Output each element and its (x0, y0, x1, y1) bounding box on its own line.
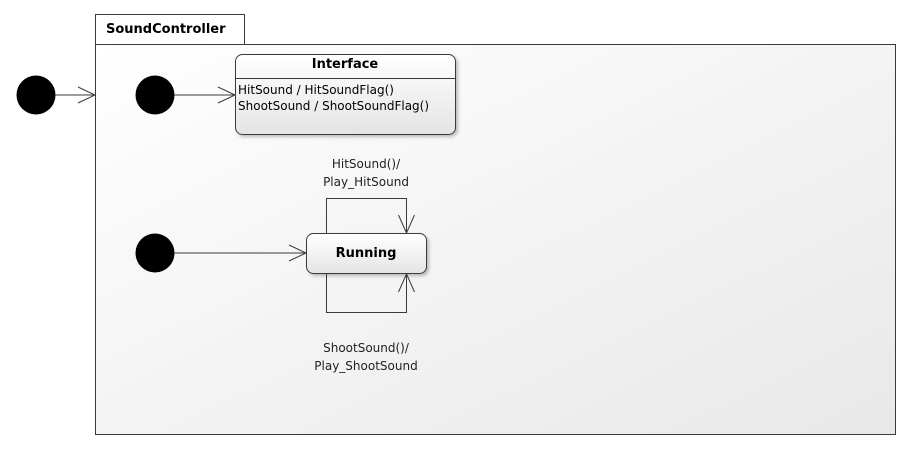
interface-state-box (235, 54, 456, 135)
interface-state-title: Interface (312, 57, 379, 72)
shoot-sound-arrowhead (398, 272, 415, 293)
shoot-sound-loop-line (326, 273, 407, 313)
outer-initial-transition[interactable] (16, 75, 97, 115)
container-tab (95, 14, 245, 45)
hit-sound-arrowhead (398, 214, 415, 235)
hit-sound-label-line-1: HitSound()/ (332, 157, 401, 171)
interface-state-line-2: ShootSound / ShootSoundFlag() (238, 99, 429, 113)
running-state[interactable] (306, 233, 427, 274)
container-body (95, 44, 896, 435)
running-state-title: Running (336, 246, 397, 261)
shoot-sound-self-transition[interactable] (326, 272, 415, 313)
shoot-sound-label-line-2: Play_ShootSound (314, 359, 417, 373)
interface-initial-node (135, 75, 175, 115)
sound-controller-container[interactable]: SoundController (95, 14, 896, 435)
outer-initial-node (16, 75, 56, 115)
interface-state-line-1: HitSound / HitSoundFlag() (238, 83, 394, 97)
running-state-box (306, 233, 427, 274)
running-initial-transition[interactable] (135, 233, 308, 273)
hit-sound-self-transition[interactable] (326, 198, 415, 235)
outer-initial-arrowhead (77, 86, 97, 104)
interface-initial-transition[interactable] (135, 75, 237, 115)
hit-sound-label-line-2: Play_HitSound (323, 175, 409, 189)
running-initial-node (135, 233, 175, 273)
shoot-sound-label-line-1: ShootSound()/ (323, 341, 410, 355)
interface-state[interactable] (235, 54, 456, 135)
container-title: SoundController (106, 22, 226, 37)
hit-sound-loop-line (326, 198, 407, 233)
